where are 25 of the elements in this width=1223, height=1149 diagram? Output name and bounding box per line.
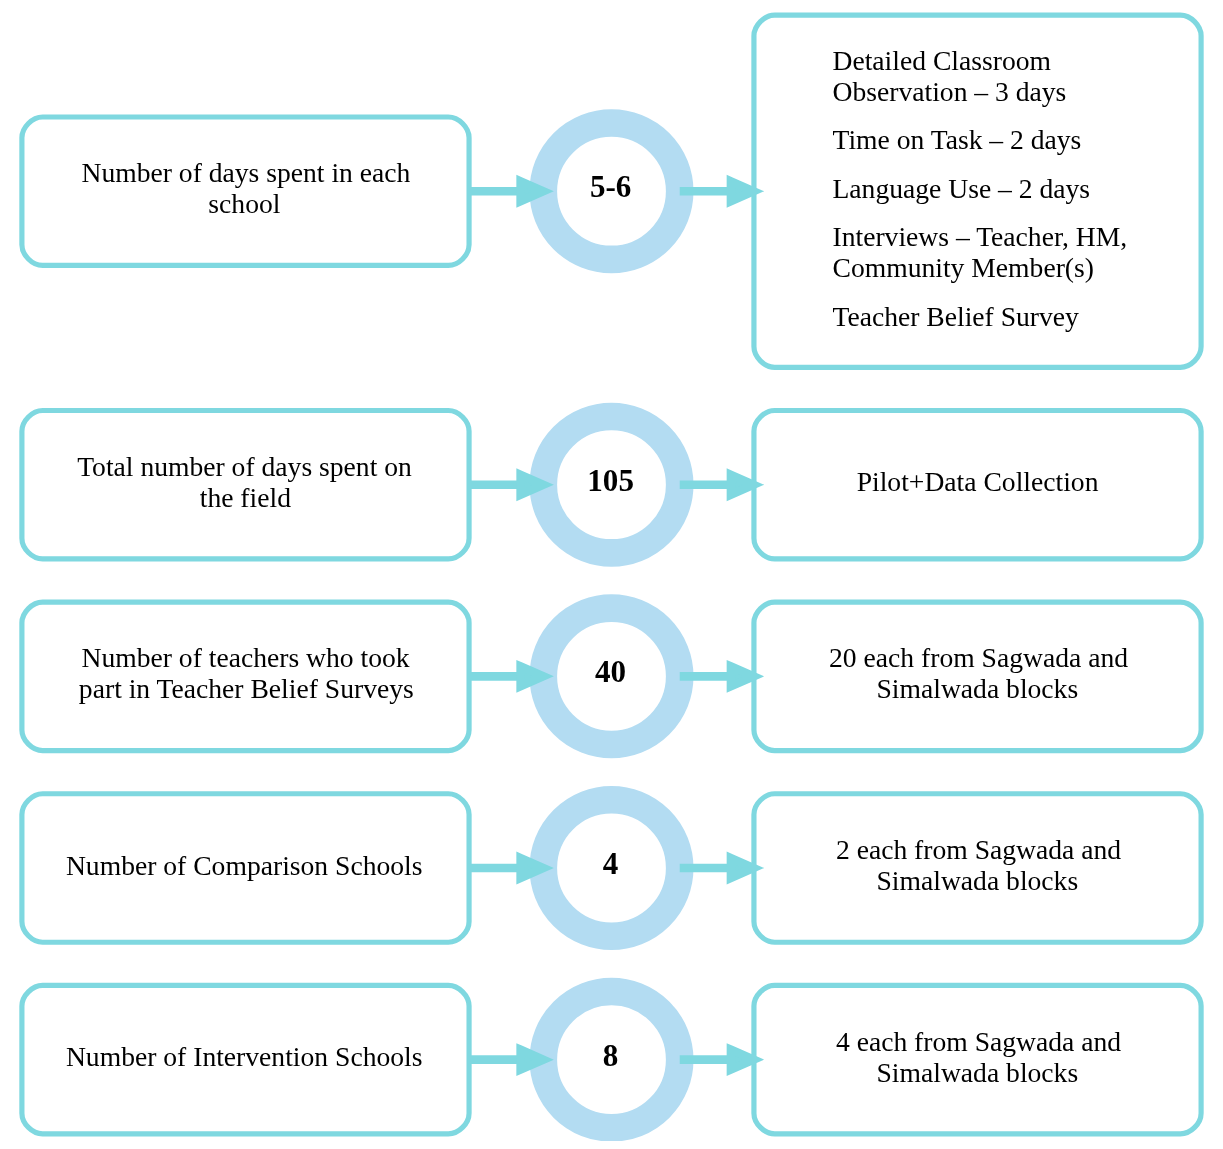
node-circle: 105 <box>529 402 694 567</box>
arrow <box>679 174 765 208</box>
arrow <box>469 174 554 208</box>
node-box: 2 each from Sagwada and Simalwada blocks <box>751 791 1204 945</box>
node-box: Detailed Classroom Observation – 3 days Time on Task – 2 days Language Use – 2 days Interviews – Teacher, HM, Community Member(s) Teacher Belief Survey <box>751 12 1204 370</box>
arrow <box>679 851 765 885</box>
arrow <box>469 468 554 502</box>
node-circle: 4 <box>529 786 694 950</box>
node-circle: 40 <box>529 594 694 759</box>
node-box: Number of Comparison Schools <box>19 791 472 945</box>
node-box: Number of days spent in each school <box>19 114 472 269</box>
node-box: Number of Intervention Schools <box>19 982 472 1137</box>
arrow <box>679 659 765 693</box>
node-box: 4 each from Sagwada and Simalwada blocks <box>751 982 1204 1137</box>
node-circle: 5-6 <box>529 109 694 274</box>
arrow <box>469 659 554 693</box>
arrow <box>679 1043 765 1077</box>
arrow <box>469 851 554 885</box>
node-box: Total number of days spent on the field <box>19 407 472 562</box>
node-box: Number of teachers who took part in Teacher Belief Surveys <box>19 599 472 754</box>
arrow <box>469 1043 554 1077</box>
node-box: Pilot+Data Collection <box>751 407 1204 562</box>
node-circle: 8 <box>529 977 694 1141</box>
arrow <box>679 468 765 502</box>
node-box: 20 each from Sagwada and Simalwada blocks <box>751 599 1204 754</box>
